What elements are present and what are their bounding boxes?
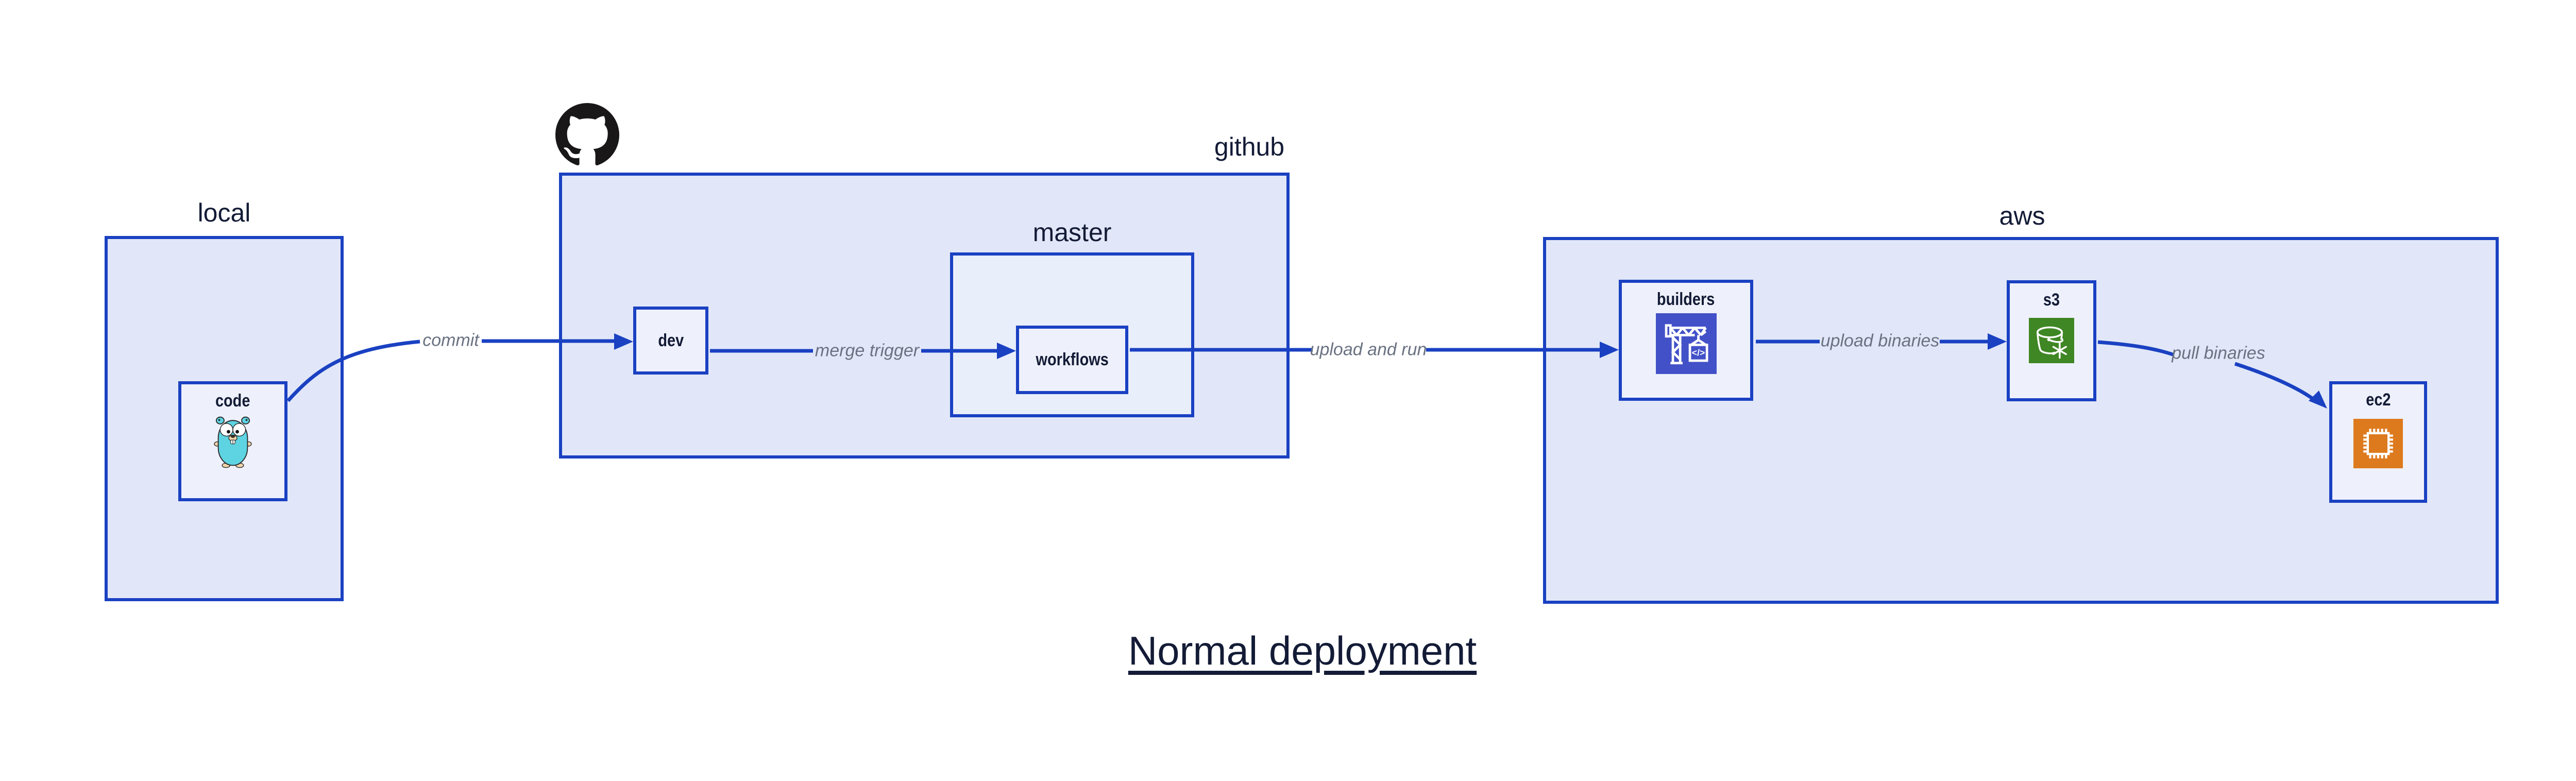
node-label-s3: s3 <box>2043 290 2060 310</box>
node-workflows: workflows <box>1016 326 1128 394</box>
node-s3: s3 <box>2007 280 2096 401</box>
node-label-ec2: ec2 <box>2365 390 2391 410</box>
node-label-dev: dev <box>658 330 684 350</box>
node-code: code <box>178 381 287 501</box>
s3-bucket-snowflake-icon <box>2029 317 2074 363</box>
node-builders: builders </> <box>1619 280 1753 401</box>
svg-text:</>: </> <box>1691 347 1705 358</box>
node-label-code: code <box>215 391 250 411</box>
codebuild-crane-icon: </> <box>1655 313 1717 374</box>
region-label-master: master <box>1032 218 1112 247</box>
edge-label-commit: commit <box>422 330 479 350</box>
ec2-chip-icon <box>2353 418 2403 468</box>
edge-label-merge-trigger: merge trigger <box>815 341 920 361</box>
edge-label-upload-and-run: upload and run <box>1310 339 1427 360</box>
edge-label-upload-binaries: upload binaries <box>1820 331 1940 351</box>
node-label-workflows: workflows <box>1036 350 1109 370</box>
github-octocat-icon <box>555 103 619 165</box>
region-label-aws: aws <box>1999 201 2045 230</box>
node-ec2: ec2 <box>2329 381 2427 503</box>
node-label-builders: builders <box>1657 290 1715 309</box>
region-label-github: github <box>1214 132 1285 161</box>
go-gopher-icon <box>214 416 252 468</box>
node-dev: dev <box>633 307 708 375</box>
diagram-title: Normal deployment <box>1128 628 1477 673</box>
region-label-local: local <box>197 198 251 227</box>
edge-label-pull-binaries: pull binaries <box>2172 343 2265 363</box>
